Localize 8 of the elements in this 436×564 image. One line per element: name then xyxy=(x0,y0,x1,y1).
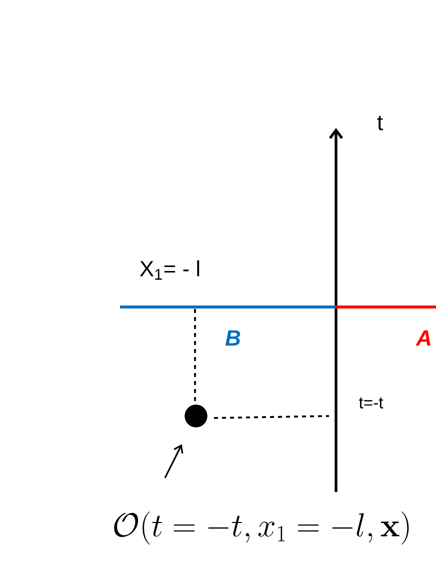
axis-label: t xyxy=(377,116,383,130)
point-dot xyxy=(184,404,208,428)
region-label: A xyxy=(416,330,430,346)
region-label: B xyxy=(225,330,240,346)
pointer-arrow xyxy=(164,444,184,478)
time-label: t=-t xyxy=(358,398,384,408)
formula: $\mathcal{O}(t=-t,x_1=-l,\mathbf{x})$ xyxy=(114,511,409,545)
position-label: X$_{1}$= - l xyxy=(140,260,200,280)
